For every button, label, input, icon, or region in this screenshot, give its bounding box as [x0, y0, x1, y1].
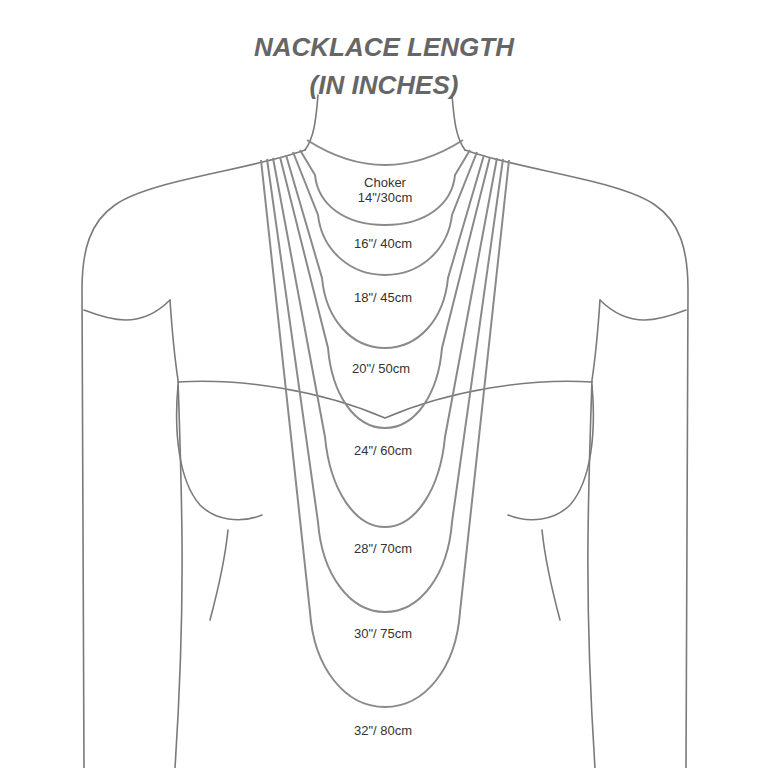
bust-curve	[508, 385, 593, 520]
length-label: 32"/ 80cm	[352, 723, 414, 738]
necklace-curve	[286, 155, 484, 348]
necklace-curve	[293, 152, 477, 275]
shoulder-line	[465, 150, 688, 768]
necklace-curve	[300, 150, 470, 225]
torso-side	[588, 300, 600, 768]
length-label: 16"/ 40cm	[352, 236, 414, 251]
bust-curve	[177, 385, 262, 520]
length-label: 20"/ 50cm	[350, 361, 412, 376]
garment-line	[178, 381, 592, 418]
length-label: 24"/ 60cm	[352, 443, 414, 458]
necklace-curves	[261, 140, 509, 707]
necklace-curve	[280, 157, 490, 428]
length-label: 18"/ 45cm	[352, 290, 414, 305]
length-label: 14"/30cm	[356, 190, 414, 205]
torso-line	[542, 530, 560, 620]
diagram-title: NACKLACE LENGTH (IN INCHES)	[234, 28, 534, 104]
torso-line	[210, 530, 228, 620]
length-label: 30"/ 75cm	[352, 626, 414, 641]
length-label: 28"/ 70cm	[352, 541, 414, 556]
mannequin-outline	[82, 95, 688, 768]
necklace-curve	[273, 158, 497, 527]
necklace-curve	[261, 160, 509, 707]
arm-crease	[600, 300, 686, 320]
necklace-curve	[307, 140, 463, 165]
arm-crease	[84, 300, 170, 320]
shoulder-line	[82, 150, 305, 768]
torso-side	[170, 300, 182, 768]
length-label: Choker	[362, 175, 408, 190]
